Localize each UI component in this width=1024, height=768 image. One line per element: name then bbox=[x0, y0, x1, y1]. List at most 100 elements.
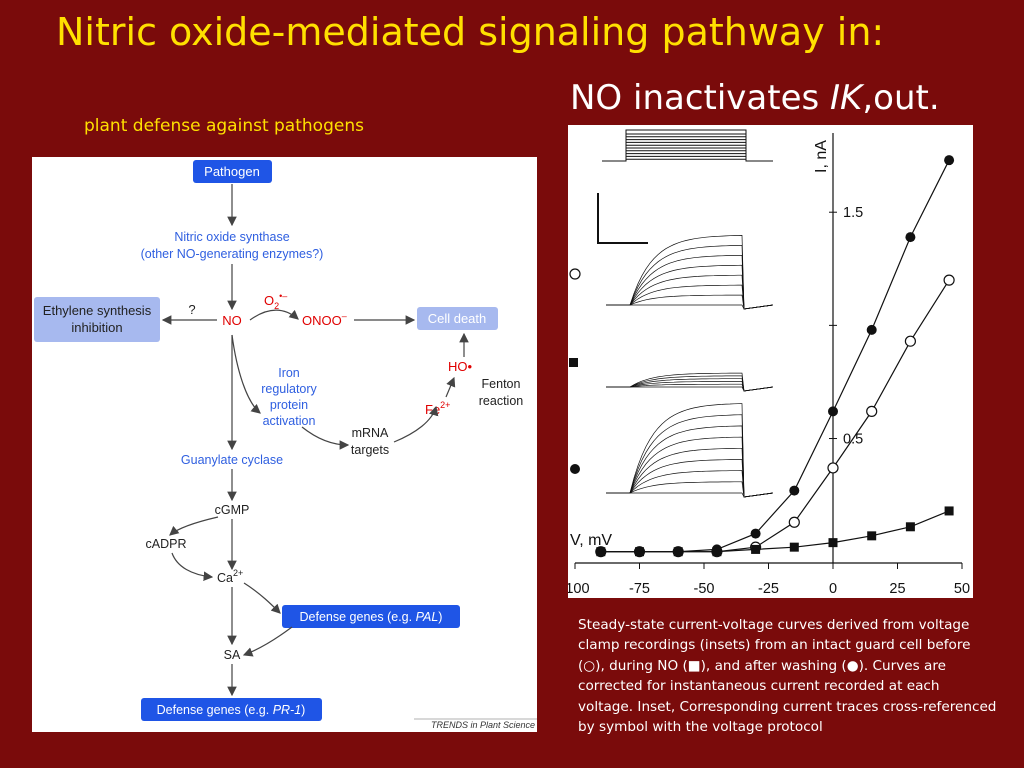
data-point-square bbox=[673, 547, 683, 557]
trace-before-washout bbox=[606, 294, 774, 310]
data-point-square bbox=[751, 544, 761, 554]
fit-curve-filled-square bbox=[600, 510, 950, 553]
defense-genes-pal-label: Defense genes (e.g. PAL) bbox=[300, 610, 443, 624]
no-label: NO bbox=[222, 313, 242, 328]
defense-genes-pr1-label: Defense genes (e.g. PR-1) bbox=[157, 703, 306, 717]
data-point-square bbox=[828, 538, 838, 548]
x-axis-label: V, mV bbox=[570, 532, 612, 549]
trace-during-no bbox=[606, 372, 774, 392]
data-point-filled-circle bbox=[828, 406, 838, 417]
filled-circle-marker bbox=[570, 464, 580, 474]
pathogen-label: Pathogen bbox=[204, 164, 260, 179]
data-point-filled-circle bbox=[789, 485, 800, 496]
trace-during-no bbox=[606, 383, 774, 392]
data-point-square bbox=[944, 506, 954, 516]
guanylate-cyclase-label: Guanylate cyclase bbox=[181, 453, 283, 467]
data-point-filled-circle bbox=[750, 528, 761, 539]
trace-after-wash bbox=[606, 481, 774, 498]
data-point-open-circle bbox=[788, 516, 800, 528]
diagram-caption: plant defense against pathogens bbox=[84, 116, 364, 136]
scale-bar bbox=[597, 193, 648, 244]
pathway-arrows bbox=[161, 184, 469, 697]
calcium-label: Ca2+ bbox=[217, 568, 243, 585]
trace-after-wash bbox=[606, 403, 774, 498]
slide-subtitle: NO inactivates IK,out. bbox=[570, 78, 940, 118]
y-tick-label: 1.5 bbox=[843, 205, 863, 221]
question-mark: ? bbox=[188, 302, 195, 317]
x-tick-label: -50 bbox=[694, 581, 715, 597]
sa-label: SA bbox=[224, 648, 241, 662]
defense-genes-pr1-box bbox=[141, 698, 322, 721]
trace-after-wash bbox=[606, 470, 774, 498]
ethylene-box bbox=[34, 297, 160, 342]
fenton-label-1: Fenton bbox=[482, 377, 521, 391]
data-point-open-circle bbox=[866, 405, 878, 417]
data-point-filled-circle bbox=[944, 155, 955, 166]
nos-label-1: Nitric oxide synthase bbox=[174, 230, 289, 244]
y-axis-label: I, nA bbox=[813, 140, 830, 173]
trace-before-washout bbox=[606, 245, 774, 310]
mrna-label-1: mRNA bbox=[352, 426, 389, 440]
x-tick-label: 50 bbox=[954, 581, 970, 597]
data-point-square bbox=[867, 531, 877, 541]
iv-fit-curves bbox=[600, 159, 950, 553]
open-circle-marker bbox=[569, 268, 581, 280]
trace-before-washout bbox=[606, 274, 774, 310]
data-point-open-circle bbox=[904, 335, 916, 347]
data-point-square bbox=[596, 547, 606, 557]
trace-before-washout bbox=[606, 264, 774, 310]
data-point-open-circle bbox=[943, 274, 955, 286]
x-tick-label: -25 bbox=[758, 581, 779, 597]
cell-death-box bbox=[417, 307, 498, 330]
peroxynitrite-label: ONOO– bbox=[302, 311, 347, 328]
trace-during-no bbox=[606, 378, 774, 392]
trace-after-wash bbox=[606, 425, 774, 498]
iron-label-4: activation bbox=[263, 414, 316, 428]
trace-after-wash bbox=[606, 447, 774, 498]
pathway-diagram: Pathogen Nitric oxide synthase (other NO… bbox=[32, 157, 537, 732]
current-traces-inset bbox=[606, 235, 774, 498]
cgmp-label: cGMP bbox=[215, 503, 250, 517]
slide-title: Nitric oxide-mediated signaling pathway … bbox=[56, 10, 885, 54]
trace-during-no bbox=[606, 386, 774, 392]
cell-death-label: Cell death bbox=[428, 311, 487, 326]
mrna-label-2: targets bbox=[351, 443, 389, 457]
iron-label-1: Iron bbox=[278, 366, 300, 380]
x-tick-label: -100 bbox=[568, 581, 590, 597]
trace-after-wash bbox=[606, 414, 774, 498]
trace-before-washout bbox=[606, 254, 774, 310]
figure-legend: Steady-state current-voltage curves deri… bbox=[578, 617, 997, 736]
voltage-protocol-inset bbox=[602, 129, 773, 162]
trace-during-no bbox=[606, 381, 774, 392]
trace-before-washout bbox=[606, 284, 774, 310]
superoxide-label: O2•– bbox=[264, 291, 287, 311]
nos-label-2: (other NO-generating enzymes?) bbox=[141, 247, 324, 261]
pathway-svg: Pathogen Nitric oxide synthase (other NO… bbox=[34, 160, 537, 730]
trace-after-wash bbox=[606, 459, 774, 498]
x-tick-label: -75 bbox=[629, 581, 650, 597]
trace-after-wash bbox=[606, 436, 774, 498]
fit-curve-open-circle bbox=[600, 279, 950, 553]
journal-credit: TRENDS in Plant Science bbox=[431, 720, 535, 730]
data-point-filled-circle bbox=[866, 324, 877, 335]
trace-before-washout bbox=[606, 304, 774, 310]
data-point-square bbox=[905, 522, 915, 532]
data-point-square bbox=[712, 547, 722, 557]
iron-ion-label: Fe2+ bbox=[425, 400, 450, 417]
cadpr-label: cADPR bbox=[146, 537, 187, 551]
inset-symbol-markers bbox=[569, 268, 581, 474]
ethylene-label-2: inhibition bbox=[71, 320, 122, 335]
subtitle-italic: IK bbox=[830, 78, 863, 118]
x-tick-label: 25 bbox=[889, 581, 905, 597]
subtitle-prefix: NO inactivates bbox=[570, 78, 831, 118]
iv-data-points bbox=[595, 155, 955, 558]
fenton-label-2: reaction bbox=[479, 394, 524, 408]
iron-label-2: regulatory bbox=[261, 382, 317, 396]
data-point-filled-circle bbox=[905, 232, 916, 243]
defense-genes-pal-box bbox=[282, 605, 460, 628]
trace-before-washout bbox=[606, 235, 774, 310]
subtitle-suffix: ,out. bbox=[862, 78, 940, 118]
pathogen-box bbox=[193, 160, 272, 183]
